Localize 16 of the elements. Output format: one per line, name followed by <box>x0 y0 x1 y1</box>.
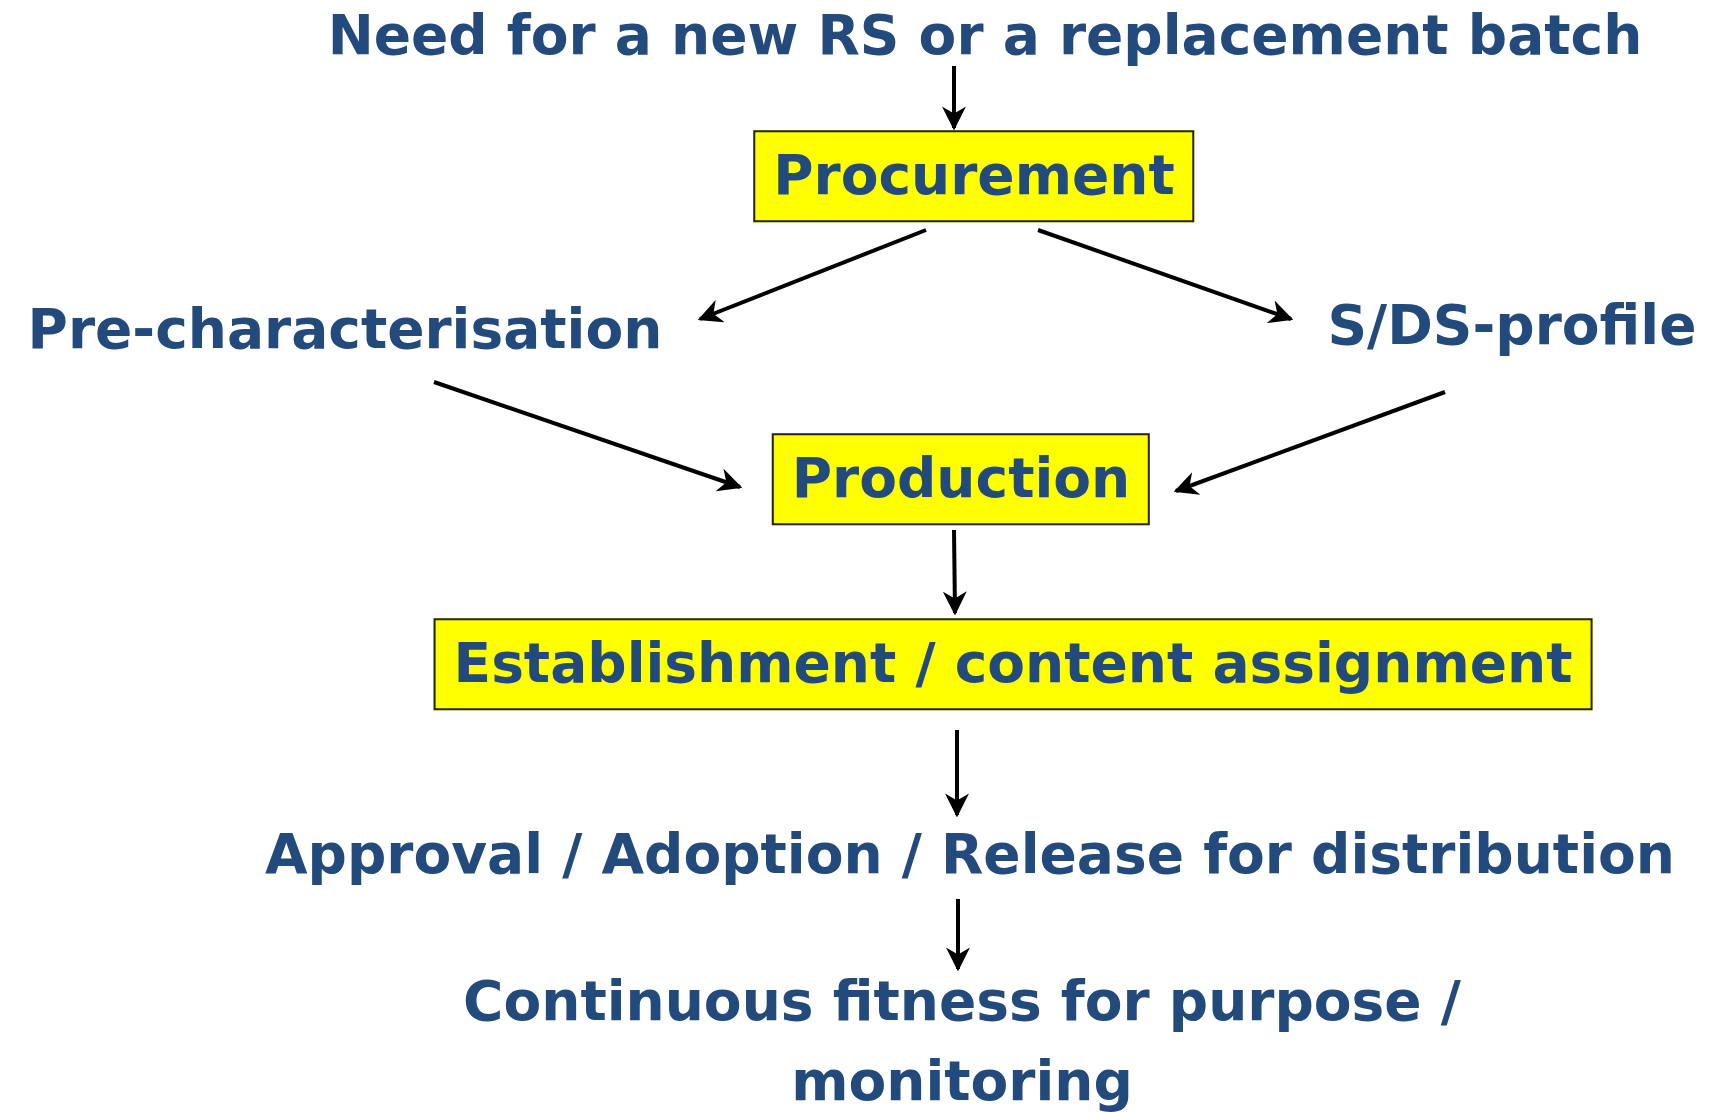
arrow <box>433 380 743 492</box>
arrow <box>946 899 970 972</box>
step-label: S/DS-profile <box>1327 292 1697 360</box>
step-label: Continuous fitness for purpose / monitoring <box>462 968 1462 1112</box>
process-box: Procurement <box>753 130 1195 222</box>
process-box: Establishment / content assignment <box>433 618 1593 710</box>
arrow <box>942 66 966 131</box>
step-label: Pre-characterisation <box>27 296 663 364</box>
arrow <box>1173 390 1446 495</box>
arrow <box>1037 228 1294 324</box>
step-label: Need for a new RS or a replacement batch <box>327 2 1643 70</box>
arrow <box>697 228 927 323</box>
arrow <box>942 529 967 616</box>
step-label: Approval / Adoption / Release for distribution <box>265 821 1675 889</box>
arrow <box>945 730 969 818</box>
process-box: Production <box>771 433 1151 525</box>
